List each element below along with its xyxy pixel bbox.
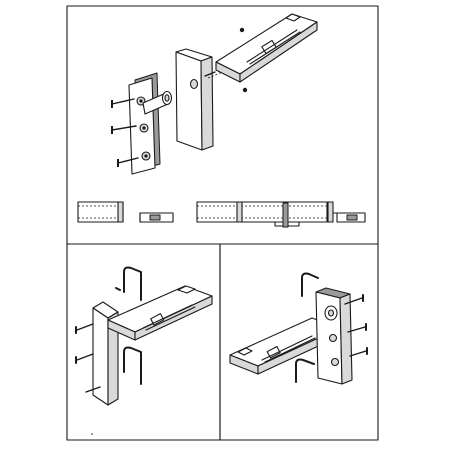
section-right: [196, 201, 366, 228]
bottom-left-panel-frame: [66, 243, 221, 441]
pivot-pin: [142, 90, 173, 115]
panel-frames: [66, 5, 379, 441]
top-channel-plate: [215, 13, 318, 93]
mounted-variant-b: [229, 272, 368, 385]
exploded-view: [111, 13, 318, 175]
hinge-plate: [128, 72, 161, 175]
section-left: [77, 201, 174, 223]
door-block: [175, 48, 214, 151]
block-screw: [204, 71, 216, 77]
bottom-right-panel-frame: [219, 243, 379, 441]
plate-screws: [111, 98, 139, 167]
mounted-variant-a: [75, 266, 213, 435]
